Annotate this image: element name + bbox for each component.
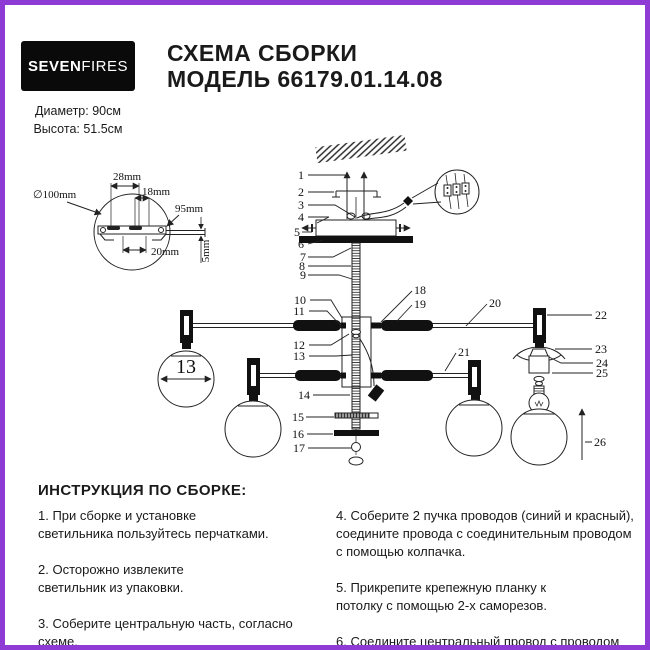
part-label-20: 20 (489, 296, 501, 310)
part-label-7: 7 (300, 250, 306, 264)
part-label-17: 17 (293, 441, 305, 455)
part-label-8: 8 (299, 259, 305, 273)
part-label-21: 21 (458, 345, 470, 359)
part-label-25: 25 (596, 366, 608, 380)
instruction-step-1: 1. При сборке и установке светильника по… (38, 508, 269, 541)
brand-logo-bold: SEVEN (27, 57, 82, 75)
part-label-5: 5 (294, 225, 300, 239)
dim-globe-13: 13 (176, 356, 196, 378)
title-line2: МОДЕЛЬ 66179.01.14.08 (167, 66, 443, 92)
ceiling-hatch (315, 134, 407, 164)
glass-globes (157, 343, 503, 458)
bottom-finial (334, 412, 379, 466)
brand-logo-light: FIRES (81, 57, 129, 75)
fixture-height: Высота: 51.5см (33, 122, 123, 137)
dim-95mm: 95mm (175, 203, 204, 215)
leader-lines (302, 174, 593, 449)
dimension-labels: ∅100mm 28mm 18mm 95mm 20mm 5mm 13 (33, 171, 212, 378)
instruction-step-4: 4. Соберите 2 пучка проводов (синий и кр… (336, 508, 634, 559)
part-label-1: 1 (298, 168, 304, 182)
instruction-step-5: 5. Прикрепите крепежную планку к потолку… (336, 580, 547, 613)
bracket-detail-circle (66, 182, 206, 271)
part-label-23: 23 (595, 342, 607, 356)
part-label-26: 26 (594, 435, 606, 449)
fixture-diameter: Диаметр: 90см (35, 104, 121, 118)
part-label-14: 14 (298, 388, 310, 402)
arms (193, 320, 533, 381)
dim-20mm: 20mm (151, 246, 180, 258)
dim-5mm: 5mm (200, 239, 212, 262)
lamp-holders (180, 308, 546, 395)
part-label-12: 12 (293, 338, 305, 352)
part-label-4: 4 (298, 210, 304, 224)
instructions-title: ИНСТРУКЦИЯ ПО СБОРКЕ: (38, 482, 247, 499)
part-label-2: 2 (298, 185, 304, 199)
central-hub (341, 316, 385, 402)
part-label-9: 9 (300, 268, 306, 282)
part-number-labels: 1 2 3 4 5 6 7 8 9 10 11 12 13 14 15 16 1… (292, 168, 608, 455)
wire-connector-detail-circle (434, 169, 480, 215)
mount-screws (343, 171, 368, 219)
fixture-dimensions: Диаметр: 90см Высота: 51.5см (15, 102, 141, 138)
part-label-16: 16 (292, 427, 304, 441)
exploded-socket (510, 343, 592, 466)
part-label-15: 15 (292, 410, 304, 424)
dim-18mm: 18mm (142, 186, 171, 198)
title-line1: СХЕМА СБОРКИ (167, 40, 358, 66)
part-label-10: 10 (294, 293, 306, 307)
page-title: СХЕМА СБОРКИ МОДЕЛЬ 66179.01.14.08 (167, 40, 443, 92)
part-label-6: 6 (298, 237, 304, 251)
mounting-bracket (332, 190, 381, 219)
part-label-3: 3 (298, 198, 304, 212)
assembly-diagram: 1 2 3 4 5 6 7 8 9 10 11 12 13 14 15 16 1… (33, 134, 608, 466)
canopy (299, 212, 413, 243)
part-label-11: 11 (293, 304, 305, 318)
instructions-left-column: 1. При сборке и установке светильника по… (38, 507, 330, 649)
dim-circle-diameter: ∅100mm (33, 189, 77, 201)
wires (356, 182, 442, 222)
instruction-step-3: 3. Соберите центральную часть, согласно … (38, 616, 293, 649)
instructions-right-column: 4. Соберите 2 пучка проводов (синий и кр… (336, 507, 636, 649)
instruction-step-2: 2. Осторожно извлеките светильник из упа… (38, 562, 184, 595)
part-label-13: 13 (293, 349, 305, 363)
part-label-19: 19 (414, 297, 426, 311)
part-label-18: 18 (414, 283, 426, 297)
part-label-22: 22 (595, 308, 607, 322)
dim-28mm: 28mm (113, 171, 142, 183)
instruction-step-6: 6. Соедините центральный провод с провод… (336, 634, 620, 649)
part-label-24: 24 (596, 356, 608, 370)
